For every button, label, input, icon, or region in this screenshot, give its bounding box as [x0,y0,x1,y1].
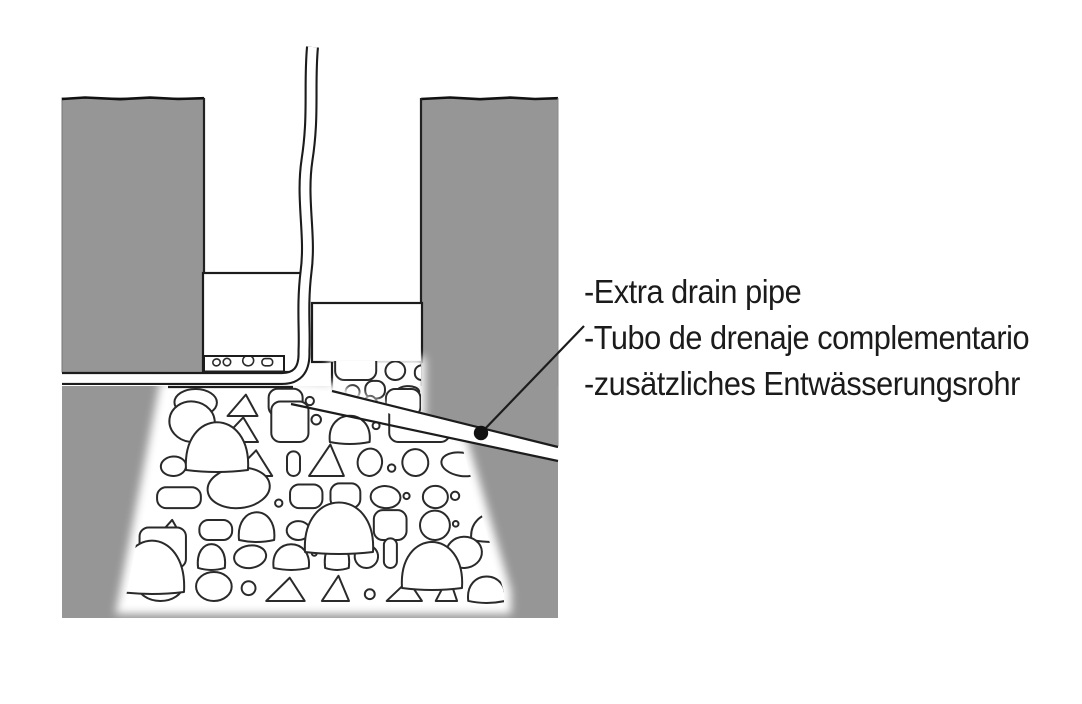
footing-right [310,301,424,364]
label-german: -zusätzliches Entwässerungsrohr [584,365,1020,402]
label-english: -Extra drain pipe [584,273,802,310]
extra-drain-pipe-outline [290,389,559,463]
leader-line [480,325,585,434]
gravel-bed [115,379,511,614]
drain-pipe [62,46,319,385]
leader-dot [473,425,489,441]
soil-block-left [61,96,206,373]
footing-left [201,271,303,374]
label-spanish: -Tubo de drenaje complementario [584,319,1030,356]
pebble-strip [212,357,274,367]
annotation-labels: -Extra drain pipe -Tubo de drenaje compl… [584,269,1030,407]
leader [473,325,585,441]
